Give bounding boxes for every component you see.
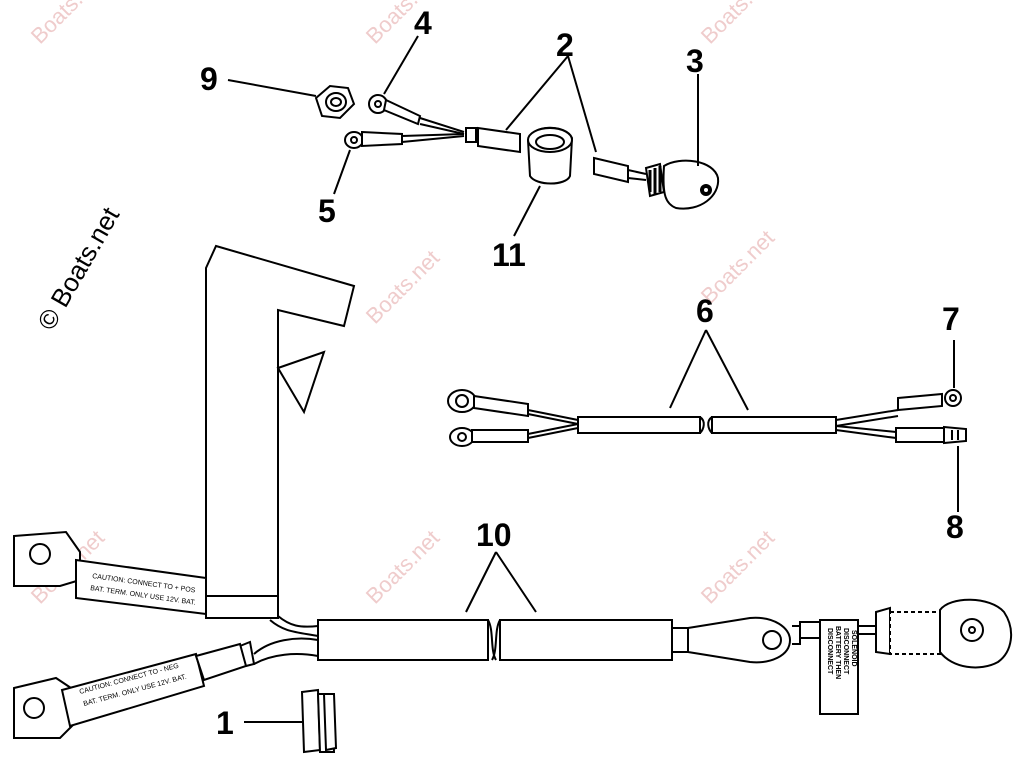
watermark-text: Boats.net: [361, 245, 444, 328]
jumper-harness: [447, 389, 967, 447]
callout-8: 8: [946, 509, 964, 545]
callout-2: 2: [556, 27, 574, 63]
watermark-text: Boats.net: [361, 525, 444, 608]
callout-numbers: 1 2 3 4 5 6 7 8 9 10 11: [200, 5, 964, 741]
callout-4: 4: [414, 5, 432, 41]
watermark-text: Boats.net: [26, 0, 109, 49]
callout-3: 3: [686, 43, 704, 79]
grommet-part: [300, 688, 338, 754]
callout-5: 5: [318, 193, 336, 229]
callout-1: 1: [216, 705, 234, 741]
callout-11: 11: [492, 237, 526, 273]
tag-line1: DISCONNECT: [826, 628, 833, 675]
callout-7: 7: [942, 301, 960, 337]
callout-6: 6: [696, 293, 714, 329]
switch-part: [644, 159, 720, 210]
watermark-text: Boats.net: [696, 525, 779, 608]
hex-nut-part: [314, 84, 356, 120]
ring-terminal-leads: [344, 94, 465, 149]
tag-line3: DISCONNECT: [842, 628, 849, 675]
bushing-part: [526, 126, 574, 185]
battery-cable-harness: CAUTION: CONNECT TO + POS BAT. TERM. ONL…: [13, 244, 1013, 739]
wire-sleeves: [465, 126, 647, 184]
leader-lines: [227, 35, 959, 723]
watermark-text: Boats.net: [696, 0, 779, 49]
callout-9: 9: [200, 61, 218, 97]
watermark-large: © Boats.net: [31, 201, 125, 335]
tag-line2: BATTERY THEN: [834, 626, 841, 679]
watermark-group: Boats.net Boats.net Boats.net Boats.net …: [26, 0, 779, 609]
callout-10: 10: [476, 517, 512, 553]
tag-line4: SOLENOID: [850, 630, 857, 667]
